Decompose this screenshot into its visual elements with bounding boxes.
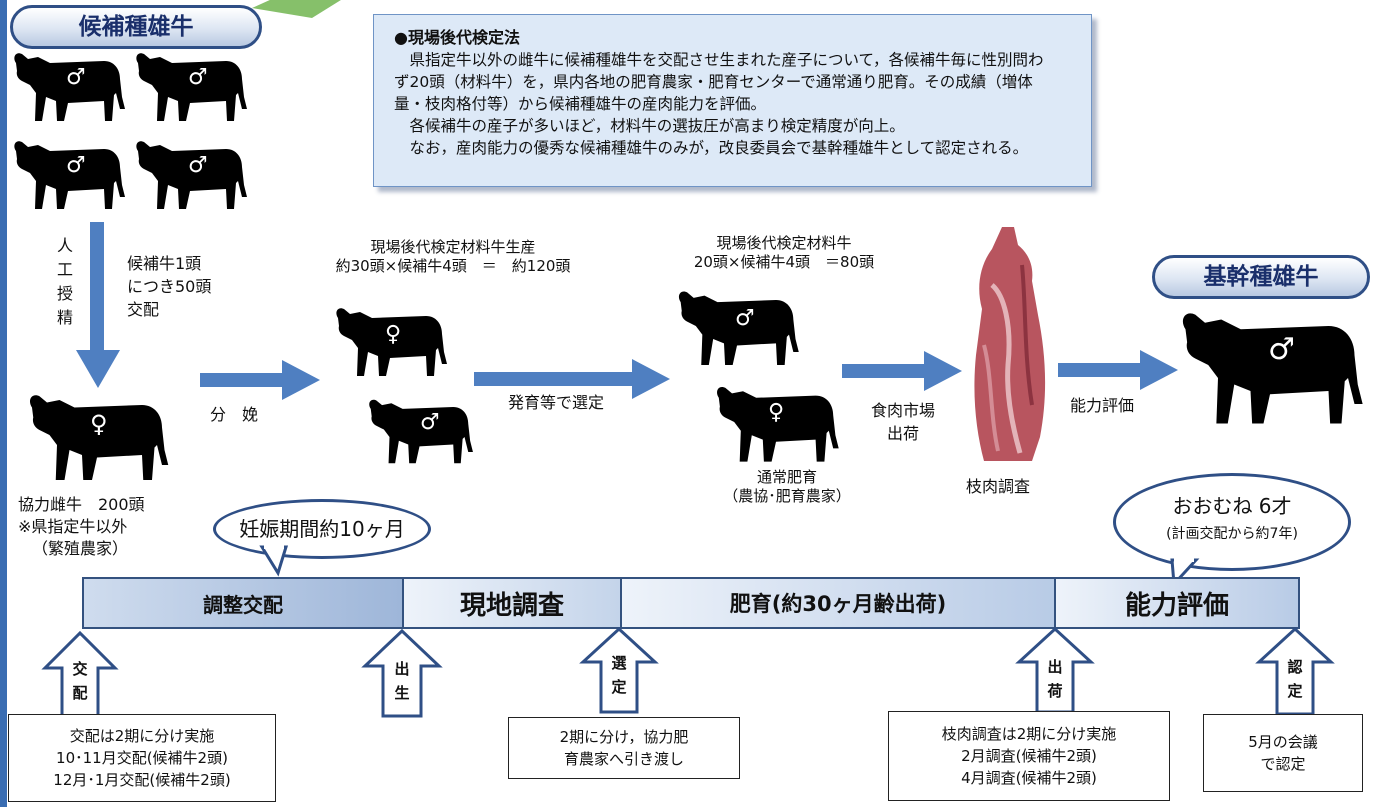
timeline-segment-mating: 調整交配 — [82, 577, 402, 629]
info-line: 各候補牛の産子が多いほど，材料牛の選抜圧が高まり検定精度が向上。 — [394, 117, 905, 135]
male-icon: ♂ — [66, 153, 86, 178]
note-line: 2期に分け，協力肥 — [559, 728, 689, 746]
timeline-segment-survey: 現地調査 — [402, 577, 620, 629]
candidate-bulls: ♂ ♂ ♂ ♂ — [8, 45, 258, 215]
mating-note: 交配は2期に分け実施 10･11月交配(候補牛2頭) 12月･1月交配(候補牛2… — [8, 714, 276, 802]
result-title: 基幹種雄牛 — [1152, 255, 1370, 299]
right-arrow — [1058, 350, 1178, 390]
marker-char: 認 — [1287, 658, 1303, 676]
ai-char: 人 — [56, 236, 73, 255]
note-line: 5月の会議 — [1248, 733, 1318, 751]
note-line: で認定 — [1260, 755, 1306, 773]
info-line: なお，産肉能力の優秀な候補種雄牛のみが，改良委員会で基幹種雄牛として認定される。 — [394, 139, 1029, 157]
coop-cow-line: 協力雌牛 200頭 — [18, 495, 145, 514]
timeline-label: 現地調査 — [459, 590, 564, 621]
timeline-label: 肥育(約30ヶ月齢出荷) — [729, 592, 947, 616]
marker-char: 出 — [1047, 658, 1063, 676]
carcass-image — [974, 227, 1046, 461]
right-arrow — [474, 359, 670, 399]
info-line: 量・枝肉格付等）から候補種雄牛の産肉能力を評価。 — [394, 95, 767, 113]
note-line: 2月調査(候補牛2頭) — [961, 747, 1097, 765]
material-line: 20頭×候補牛4頭 ＝80頭 — [693, 253, 875, 271]
note-line: 4月調査(候補牛2頭) — [961, 769, 1097, 787]
production-line: 約30頭×候補牛4頭 ＝ 約120頭 — [335, 257, 571, 275]
marker-char: 定 — [611, 678, 627, 696]
bubble-tail — [259, 543, 289, 577]
green-pointer-arrow — [252, 0, 341, 18]
note-line: 交配は2期に分け実施 — [69, 727, 215, 745]
fattening-label: 通常肥育 （農協･肥育農家） — [702, 468, 872, 506]
carcass-note: 枝肉調査は2期に分け実施 2月調査(候補牛2頭) 4月調査(候補牛2頭) — [888, 711, 1170, 801]
handover-note: 2期に分け，協力肥 育農家へ引き渡し — [508, 717, 740, 779]
coop-cow-line: ※県指定牛以外 — [18, 517, 128, 536]
info-title: ●現場後代検定法 — [394, 28, 520, 47]
marker-arrow — [579, 626, 659, 714]
note-line: 12月･1月交配(候補牛2頭) — [53, 771, 231, 789]
info-line: ず20頭（材料牛）を，県内各地の肥育農家・肥育センターで通常通り肥育。その成績（… — [394, 73, 1033, 91]
right-arrow — [842, 351, 962, 391]
ai-note-line: 交配 — [127, 300, 160, 319]
gestation-bubble: 妊娠期間約10ヶ月 — [213, 499, 431, 559]
age-bubble: おおむね 6才 (計画交配から約7年) — [1113, 473, 1351, 571]
timeline-segment-fattening: 肥育(約30ヶ月齢出荷) — [620, 577, 1054, 629]
candidate-title: 候補種雄牛 — [10, 5, 262, 49]
down-arrow — [76, 222, 120, 388]
note-line: 枝肉調査は2期に分け実施 — [941, 725, 1117, 743]
evaluation-label: 能力評価 — [1070, 396, 1135, 415]
note-line: 育農家へ引き渡し — [563, 750, 684, 768]
note-line: 10･11月交配(候補牛2頭) — [56, 749, 228, 767]
ai-note: 候補牛1頭 につき50頭 交配 — [127, 252, 211, 321]
info-box: ●現場後代検定法 県指定牛以外の雌牛に候補種雄牛を交配させ生まれた産子について，… — [373, 14, 1092, 187]
timeline-segment-evaluation: 能力評価 — [1054, 577, 1300, 629]
ai-char: 授 — [56, 284, 73, 303]
age-sub: (計画交配から約7年) — [1166, 526, 1298, 542]
market-line: 出荷 — [886, 424, 919, 443]
ai-char: 工 — [56, 260, 73, 279]
male-icon: ♂ — [188, 153, 208, 178]
marker-char: 配 — [72, 684, 88, 702]
result-title-text: 基幹種雄牛 — [1203, 264, 1319, 290]
female-icon: ♀ — [385, 322, 402, 347]
female-icon: ♀ — [768, 400, 785, 425]
material-label: 現場後代検定材料牛 20頭×候補牛4頭 ＝80頭 — [664, 234, 904, 272]
marker-char: 生 — [394, 684, 410, 702]
marker-char: 交 — [72, 660, 88, 678]
marker-char: 定 — [1287, 682, 1303, 700]
fattening-line: 通常肥育 — [756, 468, 817, 486]
ai-note-line: 候補牛1頭 — [127, 254, 202, 273]
ai-char: 精 — [56, 308, 73, 327]
left-edge-strip — [0, 0, 7, 807]
production-label: 現場後代検定材料牛生産 約30頭×候補牛4頭 ＝ 約120頭 — [303, 238, 603, 276]
male-icon: ♂ — [735, 306, 755, 331]
fattening-line: （農協･肥育農家） — [723, 487, 851, 505]
selection-label: 発育等で選定 — [508, 393, 605, 412]
market-label: 食肉市場 出荷 — [862, 399, 944, 445]
male-icon: ♂ — [188, 65, 208, 90]
material-line: 現場後代検定材料牛 — [716, 234, 852, 252]
certify-note: 5月の会議 で認定 — [1203, 714, 1363, 792]
ai-note-line: につき50頭 — [127, 277, 212, 296]
right-arrow — [200, 360, 320, 400]
marker-char: 出 — [394, 660, 410, 678]
female-icon: ♀ — [90, 410, 108, 438]
timeline-label: 能力評価 — [1124, 590, 1229, 621]
timeline-label: 調整交配 — [203, 592, 283, 617]
coop-cow-line: （繁殖農家） — [32, 539, 129, 558]
coop-cow-label: 協力雌牛 200頭 ※県指定牛以外 （繁殖農家） — [18, 494, 145, 560]
gestation-text: 妊娠期間約10ヶ月 — [239, 517, 405, 541]
marker-arrow — [361, 628, 443, 718]
male-icon: ♂ — [420, 410, 440, 435]
market-line: 食肉市場 — [870, 401, 935, 420]
carcass-label: 枝肉調査 — [966, 477, 1031, 496]
production-line: 現場後代検定材料牛生産 — [370, 238, 536, 256]
info-line: 県指定牛以外の雌牛に候補種雄牛を交配させ生まれた産子について，各候補牛毎に性別問… — [394, 51, 1044, 69]
marker-char: 荷 — [1047, 682, 1063, 700]
birth-label: 分 娩 — [210, 405, 259, 424]
male-icon: ♂ — [1268, 332, 1295, 367]
age-main: おおむね 6才 — [1172, 494, 1292, 518]
marker-char: 選 — [611, 654, 627, 672]
male-icon: ♂ — [66, 65, 86, 90]
candidate-title-text: 候補種雄牛 — [78, 14, 194, 40]
